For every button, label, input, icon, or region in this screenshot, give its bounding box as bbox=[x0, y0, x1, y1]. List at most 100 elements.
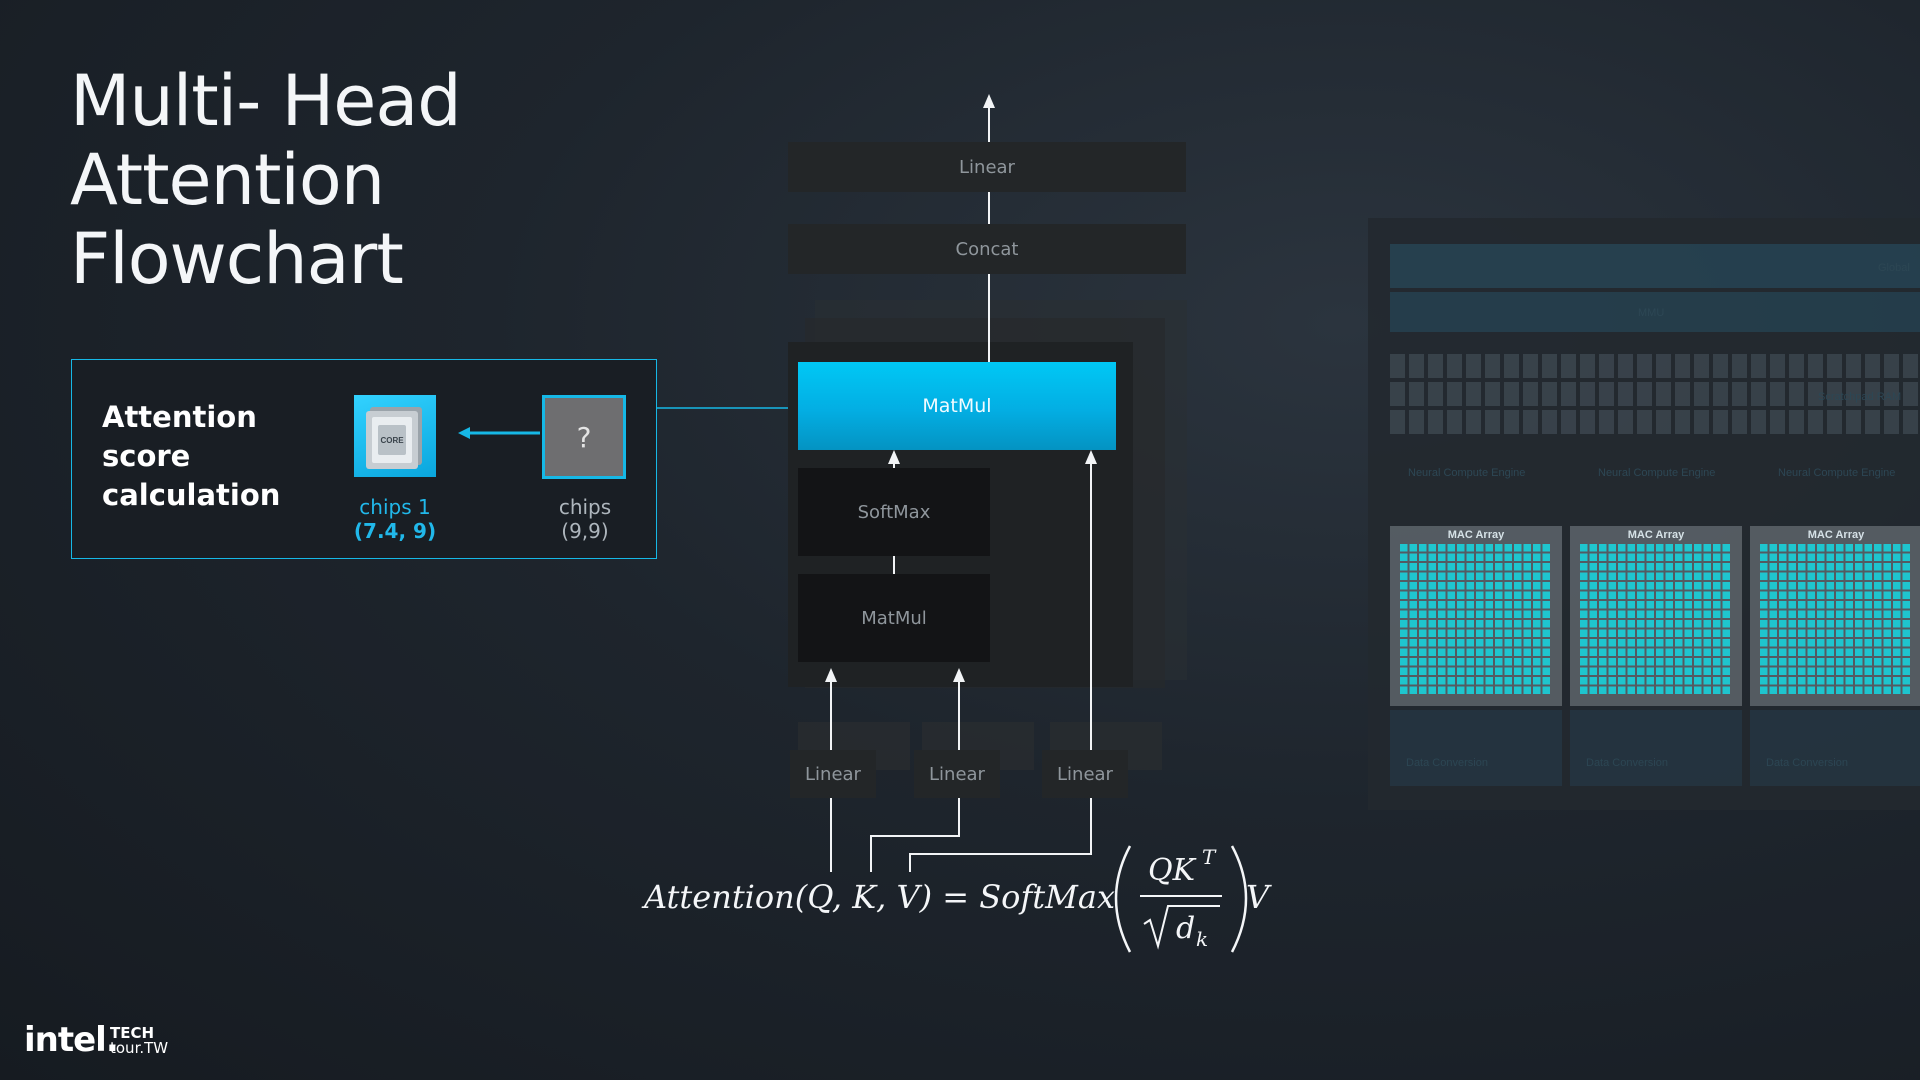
die-faint-label: Data Conversion bbox=[1586, 757, 1668, 769]
mac-cell bbox=[1874, 658, 1882, 666]
mac-cell bbox=[1798, 610, 1806, 618]
mac-cell bbox=[1618, 601, 1626, 609]
mac-cell bbox=[1542, 677, 1550, 685]
die-memory-cell bbox=[1865, 410, 1880, 434]
mac-cell bbox=[1447, 620, 1455, 628]
mac-cell bbox=[1760, 686, 1768, 694]
mac-cell bbox=[1836, 601, 1844, 609]
mac-cell bbox=[1665, 563, 1673, 571]
mac-cell bbox=[1409, 686, 1417, 694]
mac-cell bbox=[1836, 572, 1844, 580]
mac-cell bbox=[1514, 620, 1522, 628]
die-memory-cell bbox=[1865, 382, 1880, 406]
die-faint-label: MMU bbox=[1638, 307, 1664, 319]
mac-cell bbox=[1466, 601, 1474, 609]
mac-cell bbox=[1665, 648, 1673, 656]
die-memory-cell bbox=[1523, 382, 1538, 406]
mac-cell bbox=[1466, 629, 1474, 637]
mac-cell bbox=[1627, 658, 1635, 666]
mac-cell bbox=[1675, 667, 1683, 675]
mac-cell bbox=[1874, 544, 1882, 552]
die-memory-cell bbox=[1390, 354, 1405, 378]
mac-cell bbox=[1514, 544, 1522, 552]
mac-cell bbox=[1722, 667, 1730, 675]
mac-cell bbox=[1523, 572, 1531, 580]
mac-cell bbox=[1855, 620, 1863, 628]
mac-cell bbox=[1855, 677, 1863, 685]
mac-cell bbox=[1589, 667, 1597, 675]
mac-cell bbox=[1703, 610, 1711, 618]
mac-cell bbox=[1580, 620, 1588, 628]
mac-cell bbox=[1485, 591, 1493, 599]
mac-cell bbox=[1599, 610, 1607, 618]
die-memory-cell bbox=[1751, 354, 1766, 378]
mac-cell bbox=[1533, 686, 1541, 694]
die-memory-cell bbox=[1675, 354, 1690, 378]
die-faint-label: Neural Compute Engine bbox=[1778, 467, 1895, 479]
mac-cell bbox=[1409, 544, 1417, 552]
mac-cell bbox=[1485, 629, 1493, 637]
mac-cell bbox=[1656, 582, 1664, 590]
mac-cell bbox=[1845, 591, 1853, 599]
die-memory-cell bbox=[1865, 354, 1880, 378]
mac-cell bbox=[1419, 601, 1427, 609]
mac-cell bbox=[1798, 601, 1806, 609]
mac-cell bbox=[1807, 601, 1815, 609]
mac-cell bbox=[1788, 629, 1796, 637]
mac-cell bbox=[1466, 591, 1474, 599]
mac-cell bbox=[1760, 563, 1768, 571]
mac-cell bbox=[1608, 620, 1616, 628]
mac-cell bbox=[1495, 601, 1503, 609]
mac-cell bbox=[1902, 610, 1910, 618]
mac-cell bbox=[1769, 658, 1777, 666]
mac-cell bbox=[1646, 658, 1654, 666]
mac-cell bbox=[1665, 553, 1673, 561]
die-faint-label: Neural Compute Engine bbox=[1408, 467, 1525, 479]
mac-cell bbox=[1874, 601, 1882, 609]
arrow-up-icon bbox=[983, 94, 995, 108]
mac-cell bbox=[1722, 591, 1730, 599]
mac-cell bbox=[1798, 648, 1806, 656]
mac-cell bbox=[1855, 658, 1863, 666]
chip1-name: chips 1 bbox=[359, 495, 431, 519]
mac-cell bbox=[1845, 563, 1853, 571]
mac-cell bbox=[1826, 648, 1834, 656]
linear-k-label: Linear bbox=[929, 763, 985, 785]
die-memory-cell bbox=[1580, 354, 1595, 378]
mac-cell bbox=[1646, 629, 1654, 637]
mac-cell bbox=[1798, 544, 1806, 552]
mac-cell bbox=[1485, 544, 1493, 552]
die-memory-cell bbox=[1694, 354, 1709, 378]
mac-cell bbox=[1438, 601, 1446, 609]
mac-cell bbox=[1646, 686, 1654, 694]
mac-cell bbox=[1409, 563, 1417, 571]
mac-cell bbox=[1400, 667, 1408, 675]
mac-cell bbox=[1656, 658, 1664, 666]
mac-cell bbox=[1826, 553, 1834, 561]
mac-cell bbox=[1902, 629, 1910, 637]
mac-cell bbox=[1514, 629, 1522, 637]
mac-cell bbox=[1447, 658, 1455, 666]
mac-cell bbox=[1466, 639, 1474, 647]
mac-cell bbox=[1542, 582, 1550, 590]
mac-cell bbox=[1542, 629, 1550, 637]
mac-cell bbox=[1627, 639, 1635, 647]
mac-cell bbox=[1618, 591, 1626, 599]
mac-cell bbox=[1779, 563, 1787, 571]
mac-cell bbox=[1675, 572, 1683, 580]
mac-cell bbox=[1855, 610, 1863, 618]
mac-cell bbox=[1883, 620, 1891, 628]
mac-cell bbox=[1845, 544, 1853, 552]
mac-cell bbox=[1874, 582, 1882, 590]
mac-cell bbox=[1675, 563, 1683, 571]
mac-cell bbox=[1533, 563, 1541, 571]
mac-cell bbox=[1893, 648, 1901, 656]
mac-cell bbox=[1589, 629, 1597, 637]
linear-v-label: Linear bbox=[1057, 763, 1113, 785]
title-line: Multi- Head bbox=[70, 60, 462, 142]
mac-cell bbox=[1656, 686, 1664, 694]
mac-cell bbox=[1589, 563, 1597, 571]
mac-cell bbox=[1438, 648, 1446, 656]
mac-cell bbox=[1504, 544, 1512, 552]
mac-cell bbox=[1608, 686, 1616, 694]
